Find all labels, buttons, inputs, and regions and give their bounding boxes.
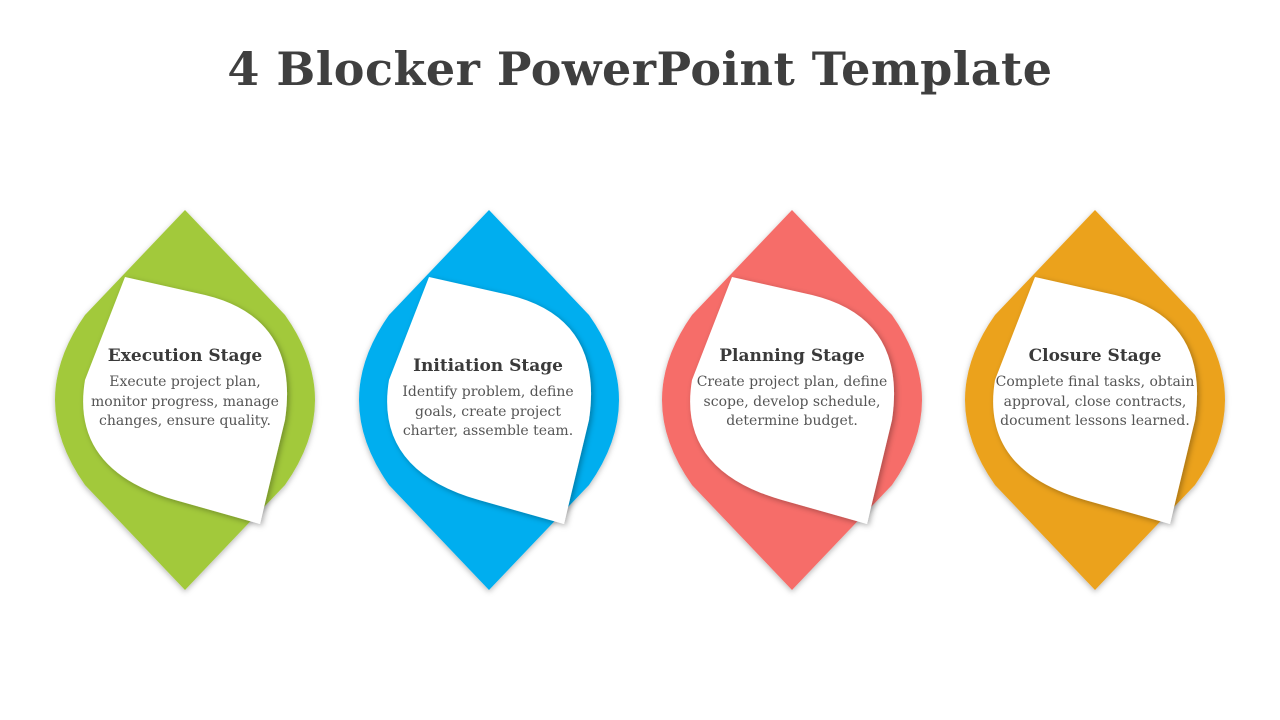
block-3-description: Create project plan, define scope, devel…	[696, 374, 888, 429]
block-4	[965, 210, 1225, 590]
block-3-text: Planning Stage Create project plan, defi…	[692, 346, 892, 432]
block-3-heading: Planning Stage	[719, 346, 865, 366]
block-2-heading: Initiation Stage	[413, 356, 563, 376]
slide-title: 4 Blocker PowerPoint Template	[227, 42, 1053, 96]
block-1-description: Execute project plan, monitor progress, …	[91, 374, 279, 429]
block-3	[662, 210, 922, 590]
block-1	[55, 210, 315, 590]
block-4-inner-card	[993, 277, 1198, 524]
block-2	[359, 210, 619, 590]
block-4-text: Closure Stage Complete final tasks, obta…	[995, 346, 1195, 432]
block-1-inner-card	[83, 277, 288, 524]
block-4-description: Complete final tasks, obtain approval, c…	[995, 374, 1195, 429]
block-3-inner-card	[690, 277, 895, 524]
block-4-heading: Closure Stage	[1028, 346, 1162, 366]
block-2-inner-card	[387, 277, 592, 524]
block-2-text: Initiation Stage Identify problem, defin…	[388, 356, 588, 442]
block-1-text: Execution Stage Execute project plan, mo…	[85, 346, 285, 432]
block-2-description: Identify problem, define goals, create p…	[402, 384, 574, 439]
block-1-heading: Execution Stage	[107, 346, 263, 366]
